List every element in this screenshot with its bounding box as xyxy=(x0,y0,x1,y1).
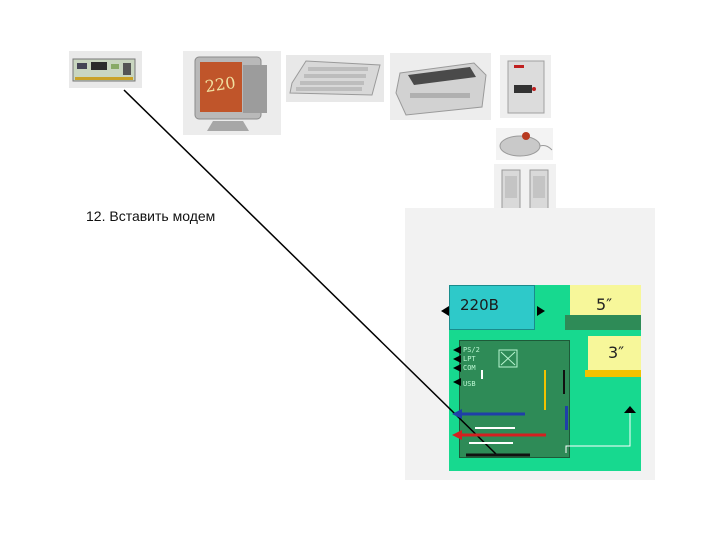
white-slot-small xyxy=(481,370,483,379)
bay-3-inch[interactable]: 3″ xyxy=(588,336,641,376)
port-label-ps2: PS/2 xyxy=(463,346,480,354)
yellow-slot xyxy=(544,370,546,410)
modem-connection-line xyxy=(123,89,498,456)
power-supply-block[interactable]: 220В xyxy=(449,285,535,330)
modem-board-graphic xyxy=(72,58,136,82)
blue-card-arrow xyxy=(452,409,462,419)
white-slot-1 xyxy=(475,427,515,429)
white-slot-2 xyxy=(469,442,513,444)
keyboard-photo[interactable] xyxy=(286,55,384,102)
bay-5-inch-drive xyxy=(565,315,641,330)
port-label-com: COM xyxy=(463,364,476,372)
port-arrow-3 xyxy=(453,364,461,372)
bay-3-inch-label: 3″ xyxy=(608,343,625,362)
drive-cable-arrow xyxy=(624,406,636,413)
speakers-graphic xyxy=(501,169,549,211)
bay-3-inch-drive xyxy=(585,370,641,377)
psu-right-arrow xyxy=(537,306,545,316)
red-card-arrow xyxy=(452,430,462,440)
port-label-lpt: LPT xyxy=(463,355,476,363)
modem-photo[interactable] xyxy=(69,51,142,88)
black-slot xyxy=(563,370,565,394)
blue-slot xyxy=(565,406,568,430)
printer-photo[interactable] xyxy=(390,53,491,120)
drive-cable xyxy=(565,413,631,453)
port-arrow-2 xyxy=(453,355,461,363)
printer-graphic xyxy=(395,62,487,116)
ups-graphic xyxy=(507,60,545,114)
keyboard-graphic xyxy=(289,60,381,96)
mouse-graphic xyxy=(499,132,553,157)
instruction-caption: 12. Вставить модем xyxy=(86,208,216,224)
bay-5-inch-label: 5″ xyxy=(596,295,613,314)
mouse-photo[interactable] xyxy=(496,128,553,160)
port-arrow-4 xyxy=(453,378,461,386)
monitor-graphic xyxy=(194,56,267,131)
speakers-photo[interactable] xyxy=(494,164,556,216)
psu-left-arrow xyxy=(441,306,449,316)
port-label-usb: USB xyxy=(463,380,476,388)
monitor-photo[interactable]: 220 xyxy=(183,51,281,135)
port-arrow-1 xyxy=(453,346,461,354)
ups-photo[interactable] xyxy=(500,55,551,118)
power-supply-label: 220В xyxy=(460,296,499,314)
